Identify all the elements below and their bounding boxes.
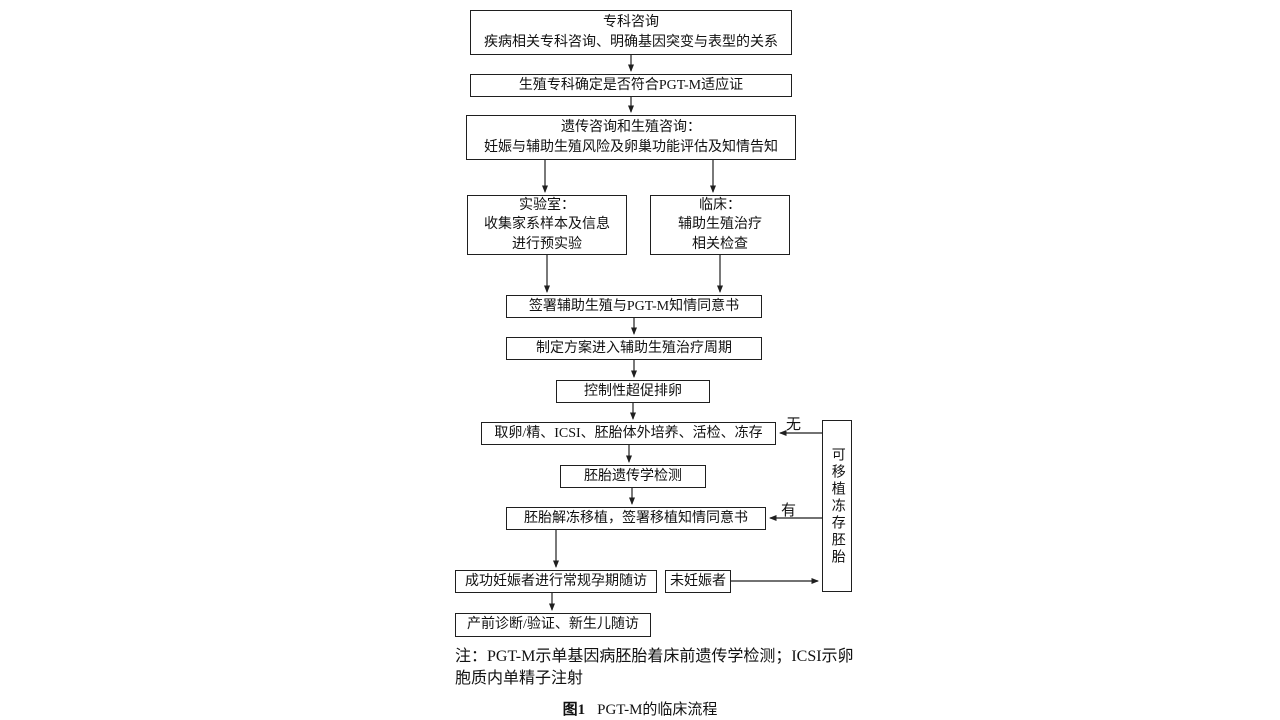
node-embryo-transfer: 胚胎解冻移植，签署移植知情同意书 [506,507,766,530]
node-treatment-plan: 制定方案进入辅助生殖治疗周期 [506,337,762,360]
node-genetic-counseling: 遗传咨询和生殖咨询： 妊娠与辅助生殖风险及卵巢功能评估及知情告知 [466,115,796,160]
node-clinic: 临床： 辅助生殖治疗 相关检查 [650,195,790,255]
node-specialist-consult: 专科咨询 疾病相关专科咨询、明确基因突变与表型的关系 [470,10,792,55]
figure-caption: 图1 PGT-M的临床流程 [0,698,1280,719]
node-pregnancy-followup: 成功妊娠者进行常规孕期随访 [455,570,657,593]
node-informed-consent: 签署辅助生殖与PGT-M知情同意书 [506,295,762,318]
node-prenatal-diagnosis: 产前诊断/验证、新生儿随访 [455,613,651,637]
node-frozen-embryo: 可移植冻存胚胎 [822,420,852,592]
figure-caption-label: 图1 [562,702,586,718]
node-pgtm-indication: 生殖专科确定是否符合PGT-M适应证 [470,74,792,97]
node-not-pregnant: 未妊娠者 [665,570,731,593]
node-retrieval-icsi: 取卵/精、ICSI、胚胎体外培养、活检、冻存 [481,422,776,445]
node-genetic-testing: 胚胎遗传学检测 [560,465,706,488]
figure-note: 注：PGT-M示单基因病胚胎着床前遗传学检测；ICSI示卵 胞质内单精子注射 [455,648,854,688]
edge-label-yes: 有 [781,503,797,519]
figure-caption-title: PGT-M的临床流程 [597,702,718,718]
node-ovarian-stimulation: 控制性超促排卵 [556,380,710,403]
edge-label-no: 无 [786,417,802,433]
node-laboratory: 实验室： 收集家系样本及信息 进行预实验 [467,195,627,255]
